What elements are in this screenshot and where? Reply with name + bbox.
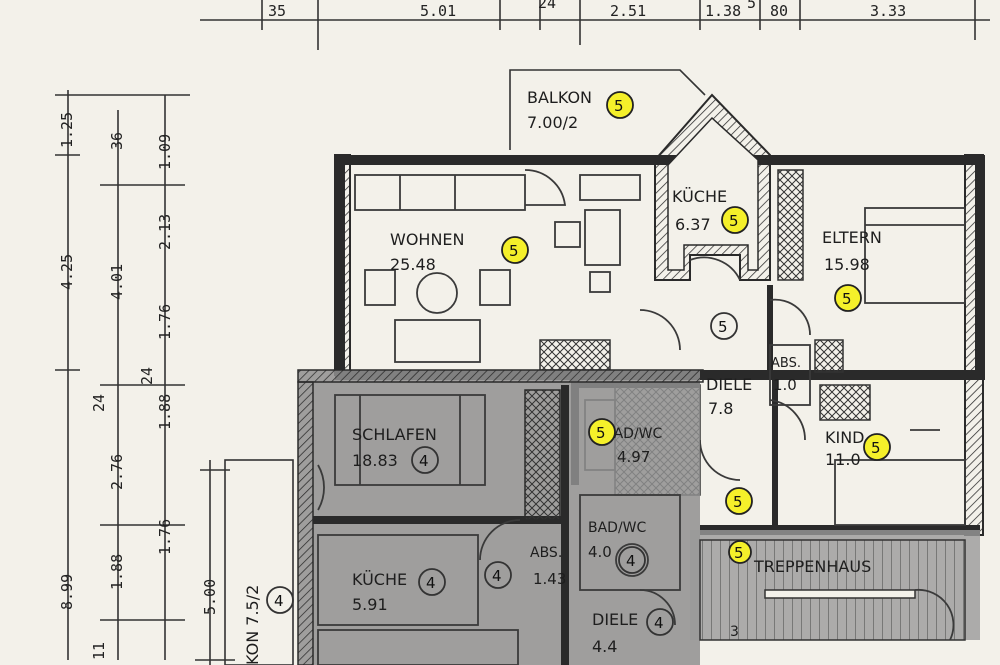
bad-top-marker: 5 [588, 418, 616, 446]
balkon-outline [509, 69, 706, 150]
markers-upper: 5 5 5 5 5 5 5 5 5 [501, 91, 891, 564]
schlafen-marker: 4 [411, 446, 439, 474]
balkon-marker: 5 [606, 91, 634, 119]
treppenhaus-marker: 5 [728, 540, 752, 564]
top-dimension-line: 35 5.01 24 2.51 1.38 5 80 3.33 [200, 0, 990, 50]
top-dim-4: 1.38 [705, 2, 741, 20]
balkon-low-outline [224, 459, 294, 665]
abs-top-name: ABS. [771, 356, 801, 371]
left-dimension-labels: 1.25 4.25 24 2.76 8.99 11 36 4.01 1.76 2… [58, 112, 219, 660]
balkon-low-name: KON 7.5/2 [243, 585, 262, 665]
wohnen-marker: 5 [501, 236, 529, 264]
svg-text:5: 5 [871, 439, 881, 457]
kueche-top-marker: 5 [721, 206, 749, 234]
kueche-top-name: KÜCHE [672, 187, 727, 206]
left-dim-b: 4.25 [58, 254, 76, 290]
svg-text:4: 4 [626, 552, 636, 570]
svg-text:4: 4 [492, 567, 502, 585]
abs-low-area: 1.43 [533, 570, 566, 588]
eltern-name: ELTERN [822, 228, 882, 247]
stair-number: 3 [730, 624, 739, 640]
top-dim-5: 5 [747, 0, 756, 12]
diele-top-area: 7.8 [708, 399, 733, 418]
left-dim-g: 36 [108, 132, 126, 150]
wohnen-area: 25.48 [390, 255, 436, 274]
left-dim-l: 1.88 [108, 554, 126, 590]
bad-low-marker: 4 [618, 546, 646, 574]
svg-text:4: 4 [274, 592, 284, 610]
bad-top-name: BAD/WC [604, 426, 663, 442]
diele-top-name: DIELE [706, 375, 752, 394]
svg-text:5: 5 [509, 242, 519, 260]
corridor-low-marker: 4 [484, 561, 512, 589]
svg-text:5: 5 [734, 544, 744, 562]
svg-text:4: 4 [426, 574, 436, 592]
top-dim-0: 35 [268, 2, 286, 20]
diele-low-marker: 4 [646, 608, 674, 636]
left-dim-a: 1.25 [58, 112, 76, 148]
kueche-low-marker: 4 [418, 568, 446, 596]
svg-text:5: 5 [733, 493, 743, 511]
abs-top-area: 1.0 [773, 376, 797, 394]
left-dim-f: 11 [90, 642, 108, 660]
eltern-marker: 5 [834, 284, 862, 312]
bad-low-name: BAD/WC [588, 520, 647, 536]
left-dim-m: 1.09 [156, 134, 174, 170]
left-dim-p: 5.00 [201, 579, 219, 615]
top-dim-2: 24 [538, 0, 556, 12]
svg-text:5: 5 [596, 424, 606, 442]
kind-marker: 5 [863, 433, 891, 461]
top-dim-7: 3.33 [870, 2, 906, 20]
bad-low-area: 4.0 [588, 543, 612, 561]
svg-text:5: 5 [842, 290, 852, 308]
schlafen-name: SCHLAFEN [352, 425, 437, 444]
top-dim-1: 5.01 [420, 2, 456, 20]
bad-top-area: 4.97 [617, 448, 650, 466]
left-dim-e: 8.99 [58, 574, 76, 610]
balkon-area: 7.00/2 [527, 113, 578, 132]
diele-low-name: DIELE [592, 610, 638, 629]
svg-text:5: 5 [729, 212, 739, 230]
left-dim-c: 24 [90, 394, 108, 412]
left-dim-h: 4.01 [108, 264, 126, 300]
svg-text:5: 5 [614, 97, 624, 115]
lower-room-labels: SCHLAFEN 18.83 KÜCHE 5.91 ABS. 1.43 BAD/… [243, 425, 739, 665]
kind-name: KIND [825, 428, 865, 447]
kueche-low-area: 5.91 [352, 595, 388, 614]
kind-area: 11.0 [825, 450, 861, 469]
left-dimension-lines [55, 90, 235, 665]
left-dim-i: 1.76 [156, 304, 174, 340]
eltern-area: 15.98 [824, 255, 870, 274]
svg-text:4: 4 [419, 452, 429, 470]
upper-room-labels: BALKON 7.00/2 WOHNEN 25.48 KÜCHE 6.37 EL… [390, 88, 882, 576]
balkon-name: BALKON [527, 88, 592, 107]
svg-text:4: 4 [654, 614, 664, 632]
left-dim-o: 1.88 [156, 394, 174, 430]
kueche-top-area: 6.37 [675, 215, 711, 234]
schlafen-area: 18.83 [352, 451, 398, 470]
top-dim-6: 80 [770, 2, 788, 20]
top-dim-3: 2.51 [610, 2, 646, 20]
left-dim-d: 2.76 [108, 454, 126, 490]
wohnen-name: WOHNEN [390, 230, 465, 249]
diele-low-area: 4.4 [592, 637, 617, 656]
kueche-low-name: KÜCHE [352, 570, 407, 589]
treppenhaus-name: TREPPENHAUS [753, 557, 871, 576]
left-dim-j: 24 [138, 367, 156, 385]
left-dim-n: 2.13 [156, 214, 174, 250]
markers-lower: 4 4 4 4 4 4 [266, 446, 674, 636]
stair-marker: 5 [725, 487, 753, 515]
diele-top-marker: 5 [710, 312, 738, 340]
balkon-low-marker: 4 [266, 586, 294, 614]
left-dim-k: 1.76 [156, 519, 174, 555]
svg-text:5: 5 [718, 318, 728, 336]
abs-low-name: ABS. [530, 545, 562, 561]
